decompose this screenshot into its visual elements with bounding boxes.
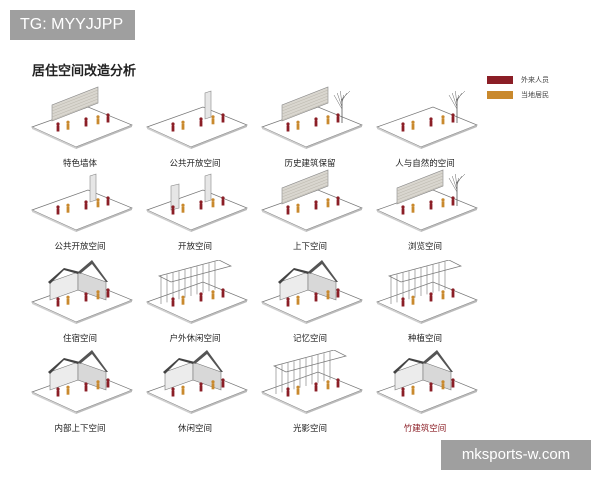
cell-1: 特色墙体 xyxy=(20,85,140,175)
cell-label: 住宿空间 xyxy=(62,334,97,344)
cell-label: 公共开放空间 xyxy=(54,242,106,252)
cell-illustration xyxy=(31,86,133,149)
cell-label: 浏览空间 xyxy=(407,242,442,252)
legend: 外来人员 当地居民 xyxy=(487,75,549,105)
cell-5: 公共开放空间 xyxy=(20,168,140,258)
cell-label: 人与自然的空间 xyxy=(395,159,455,169)
diagram-title: 居住空间改造分析 xyxy=(32,64,137,79)
cell-label: 内部上下空间 xyxy=(54,424,106,434)
cell-label: 开放空间 xyxy=(177,242,212,252)
cell-illustration xyxy=(146,90,248,149)
cell-15: 光影空间 xyxy=(250,350,370,440)
legend-item-residents: 当地居民 xyxy=(487,90,549,100)
cell-label: 竹建筑空间 xyxy=(403,424,447,434)
cell-13: 内部上下空间 xyxy=(20,350,140,440)
cell-illustration xyxy=(31,173,133,232)
cell-2: 公共开放空间 xyxy=(135,85,255,175)
cell-3: 历史建筑保留 xyxy=(250,85,370,175)
cell-illustration xyxy=(261,86,363,149)
cell-illustration xyxy=(31,350,133,414)
cell-illustration xyxy=(376,260,478,324)
cell-label: 休闲空间 xyxy=(177,424,212,434)
legend-swatch-residents xyxy=(487,91,513,99)
cell-7: 上下空间 xyxy=(250,168,370,258)
cell-illustration xyxy=(261,169,363,232)
cell-illustration xyxy=(376,350,478,414)
cell-10: 户外休闲空间 xyxy=(135,260,255,350)
cell-illustration xyxy=(146,173,248,232)
cell-illustration xyxy=(261,260,363,324)
website-watermark: mksports-w.com xyxy=(441,440,591,470)
cell-11: 记忆空间 xyxy=(250,260,370,350)
legend-swatch-visitors xyxy=(487,76,513,84)
watermark-tag: TG: MYYJJPP xyxy=(10,10,135,40)
cell-label: 种植空间 xyxy=(407,334,442,344)
cell-9: 住宿空间 xyxy=(20,260,140,350)
legend-label-visitors: 外来人员 xyxy=(521,76,549,84)
cell-label: 光影空间 xyxy=(292,424,327,434)
cell-label: 历史建筑保留 xyxy=(284,159,336,169)
cell-illustration xyxy=(146,260,248,324)
cell-illustration xyxy=(261,350,363,414)
cell-illustration xyxy=(376,169,478,232)
cell-label: 公共开放空间 xyxy=(169,159,221,169)
cell-label: 户外休闲空间 xyxy=(169,334,221,344)
cell-12: 种植空间 xyxy=(365,260,485,350)
legend-item-visitors: 外来人员 xyxy=(487,75,549,85)
cell-16: 竹建筑空间 xyxy=(365,350,485,440)
cell-illustration xyxy=(376,90,478,149)
cell-8: 浏览空间 xyxy=(365,168,485,258)
cell-6: 开放空间 xyxy=(135,168,255,258)
cell-label: 特色墙体 xyxy=(62,159,97,169)
cell-label: 上下空间 xyxy=(292,242,327,252)
cell-illustration xyxy=(31,260,133,324)
cell-4: 人与自然的空间 xyxy=(365,85,485,175)
cell-14: 休闲空间 xyxy=(135,350,255,440)
legend-label-residents: 当地居民 xyxy=(521,91,549,99)
cell-label: 记忆空间 xyxy=(292,334,327,344)
cell-illustration xyxy=(146,350,248,414)
